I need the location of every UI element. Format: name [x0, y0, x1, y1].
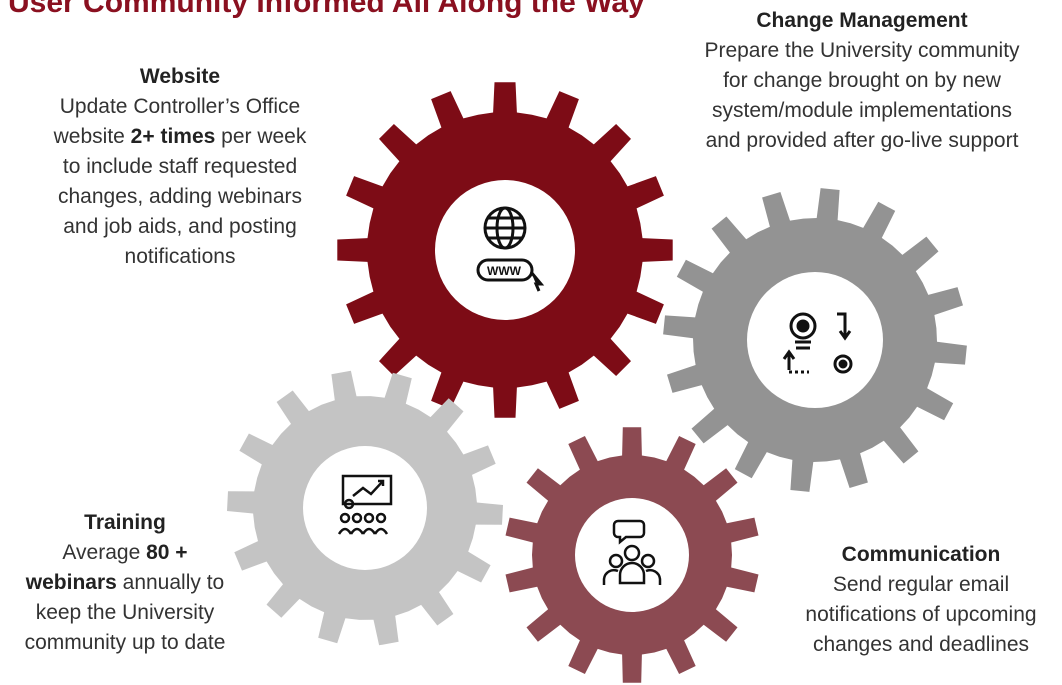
training-line: Average 80 +: [62, 541, 188, 564]
change-management-line: and provided after go-live support: [705, 129, 1019, 152]
website-line: and job aids, and posting: [63, 215, 297, 238]
communication-line: notifications of upcoming: [805, 603, 1037, 626]
communication-block: Communication Send regular email notific…: [782, 540, 1060, 660]
communication-line: Send regular email: [832, 573, 1010, 596]
training-line: keep the University: [35, 601, 215, 624]
communication-heading: Communication: [841, 543, 1001, 566]
website-line: website 2+ times per week: [53, 125, 307, 148]
people-chat-icon: [602, 519, 662, 585]
website-block: Website Update Controller’s Office websi…: [25, 62, 335, 272]
website-heading: Website: [139, 65, 221, 88]
change-management-line: Prepare the University community: [704, 39, 1020, 62]
website-gear: WWW: [337, 82, 673, 418]
training-block: Training Average 80 + webinars annually …: [0, 508, 250, 658]
training-line: community up to date: [24, 631, 226, 654]
change-management-block: Change Management Prepare the University…: [672, 6, 1052, 156]
website-line: to include staff requested: [62, 155, 298, 178]
training-heading: Training: [84, 511, 166, 534]
training-line: webinars annually to: [25, 571, 225, 594]
bulb-gear-change-icon: [782, 312, 853, 374]
presentation-audience-icon: [337, 474, 393, 535]
training-gear: [227, 370, 503, 646]
page-title: User Community Informed All Along the Wa…: [8, 0, 645, 19]
communication-line: changes and deadlines: [812, 633, 1029, 656]
communication-gear: [505, 427, 759, 683]
change-management-heading: Change Management: [756, 9, 968, 32]
training-webinar-count: 80 +: [146, 541, 188, 564]
svg-text:WWW: WWW: [487, 264, 522, 278]
website-line: changes, adding webinars: [57, 185, 302, 208]
website-line: Update Controller’s Office: [59, 95, 301, 118]
website-frequency: 2+ times: [130, 125, 216, 148]
globe-www-icon: WWW: [476, 206, 545, 292]
change-management-line: system/module implementations: [712, 99, 1012, 122]
change-management-line: for change brought on by new: [723, 69, 1001, 92]
change-management-gear: [663, 188, 967, 492]
website-line: notifications: [124, 245, 236, 268]
